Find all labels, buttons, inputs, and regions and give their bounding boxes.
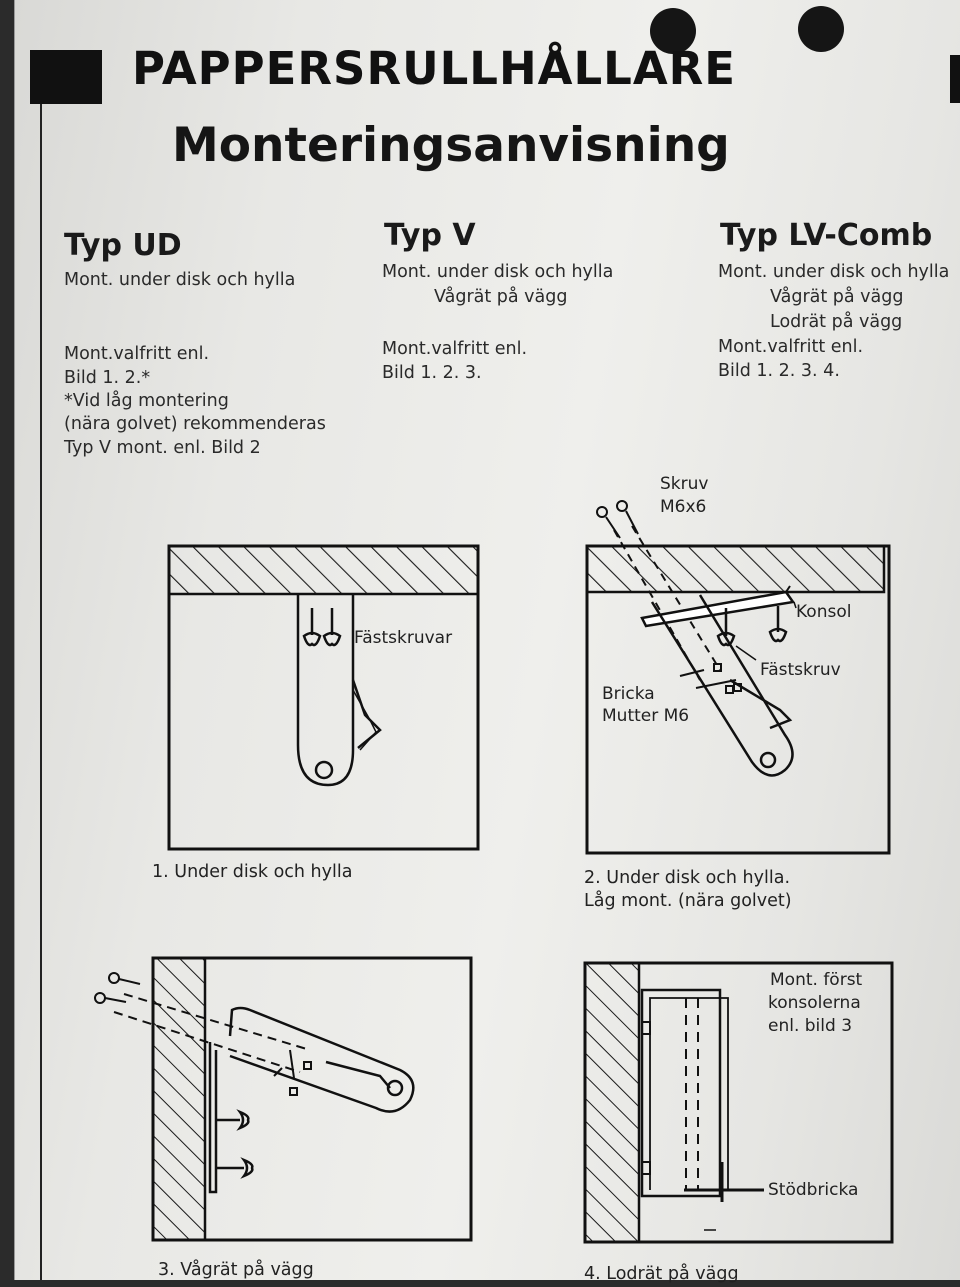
- figure-2-label-mutter-m6: Mutter M6: [602, 706, 690, 726]
- figure-4-label-stodbricka: Stödbricka: [768, 1180, 859, 1200]
- type-ud-note-3: *Vid låg montering: [64, 391, 229, 411]
- type-v-note-1: Mont.valfritt enl.: [382, 339, 528, 359]
- product-title: PAPPERSRULLHÅLLARE: [132, 42, 737, 95]
- figure-3-caption: 3. Vågrät på vägg: [158, 1260, 314, 1280]
- punch-hole-2: [798, 6, 844, 52]
- type-v-note-2: Bild 1. 2. 3.: [382, 363, 482, 383]
- figure-4-label-konsolerna: konsolerna: [768, 993, 861, 1013]
- figure-3-horizontal-wall-diagram: [94, 956, 473, 1242]
- figure-1-under-counter-diagram: [167, 544, 480, 851]
- black-block-left: [30, 50, 102, 104]
- type-ud-note-1: Mont.valfritt enl.: [64, 344, 210, 364]
- figure-2-caption-line-2: Låg mont. (nära golvet): [584, 891, 792, 911]
- figure-2-label-konsol: Konsol: [796, 602, 852, 622]
- figure-4-label-enl-bild-3: enl. bild 3: [768, 1016, 853, 1036]
- type-v-line-2: Vågrät på vägg: [434, 287, 568, 307]
- figure-4-label-mont-forst: Mont. först: [770, 970, 863, 990]
- type-ud-heading: Typ UD: [64, 228, 182, 263]
- figure-4-vertical-wall-diagram: [583, 961, 894, 1244]
- figure-1-label-fastskruvar: Fästskruvar: [354, 628, 453, 648]
- type-v-line-1: Mont. under disk och hylla: [382, 262, 614, 282]
- figure-2-low-mount-diagram: [585, 500, 891, 855]
- figure-4-caption: 4. Lodrät på vägg: [584, 1264, 739, 1284]
- type-lv-note-2: Bild 1. 2. 3. 4.: [718, 361, 840, 381]
- page-title: Monteringsanvisning: [172, 118, 730, 173]
- type-ud-line-1: Mont. under disk och hylla: [64, 270, 296, 290]
- type-lv-comb-heading: Typ LV-Comb: [720, 218, 933, 253]
- figure-2-label-m6x6: M6x6: [660, 497, 707, 517]
- type-ud-note-5: Typ V mont. enl. Bild 2: [64, 438, 261, 458]
- black-block-right: [950, 55, 960, 103]
- type-lv-note-1: Mont.valfritt enl.: [718, 337, 864, 357]
- figure-1-caption: 1. Under disk och hylla: [152, 862, 353, 882]
- type-lv-line-1: Mont. under disk och hylla: [718, 262, 950, 282]
- figure-2-label-fastskruv: Fästskruv: [760, 660, 841, 680]
- left-border-line: [40, 88, 42, 1280]
- figure-2-label-skruv: Skruv: [660, 474, 709, 494]
- type-lv-line-2: Vågrät på vägg: [770, 287, 904, 307]
- type-lv-line-3: Lodrät på vägg: [770, 312, 903, 332]
- type-v-heading: Typ V: [384, 218, 476, 253]
- figure-2-label-bricka: Bricka: [602, 684, 655, 704]
- type-ud-note-2: Bild 1. 2.*: [64, 368, 151, 388]
- figure-2-caption-line-1: 2. Under disk och hylla.: [584, 868, 791, 888]
- punch-hole-1: [650, 8, 696, 54]
- type-ud-note-4: (nära golvet) rekommenderas: [64, 414, 326, 434]
